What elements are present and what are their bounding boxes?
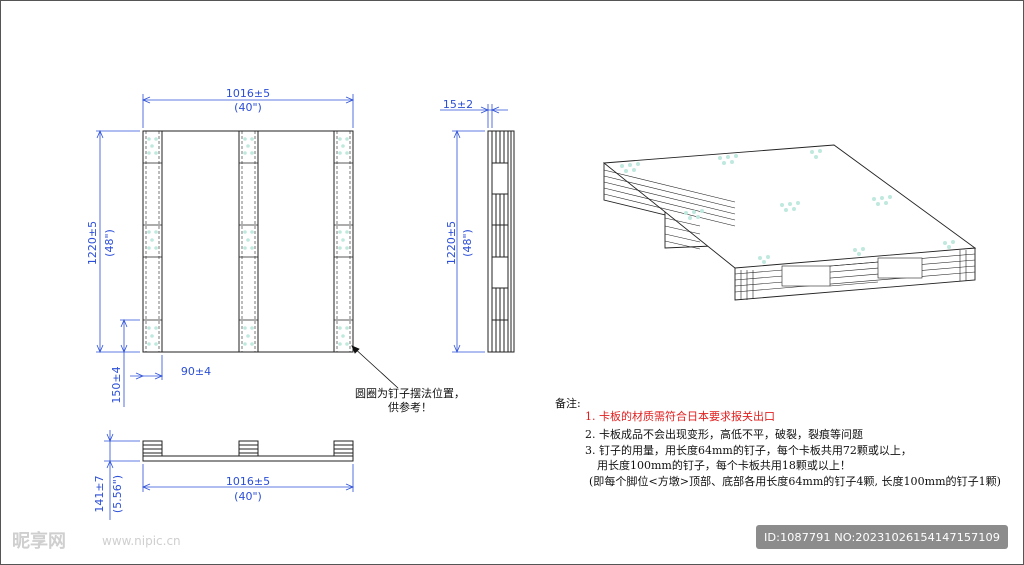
side-view — [487, 130, 515, 353]
note-item-4: (即每个脚位<方墩>顶部、底部各用长度64mm的钉子4颗, 长度100mm的钉子… — [589, 474, 1001, 488]
stringer-left — [142, 130, 163, 353]
nail-callout-leader — [351, 345, 399, 389]
block-lines — [143, 162, 353, 321]
callout-text-line1: 圆圈为钉子摆法位置， — [355, 386, 465, 400]
front-height-dim: 141±7 — [93, 475, 106, 512]
top-width-dim-in: (40") — [234, 101, 262, 114]
stringer-width-dim: 90±4 — [181, 365, 211, 378]
note-item-3: 3. 钉子的用量，用长度64mm的钉子，每个卡板共用72颗或以上， — [585, 443, 912, 457]
nail-positions — [147, 137, 349, 346]
side-thickness-dim: 15±2 — [443, 98, 473, 111]
isometric-nail-marks — [620, 149, 955, 264]
note-item-2: 2. 卡板成品不会出现变形，高低不平，破裂，裂痕等问题 — [585, 427, 863, 441]
top-height-dim: 1220±5 — [86, 221, 99, 265]
top-view — [142, 130, 354, 353]
front-view — [142, 440, 354, 462]
dimension-lines-front — [104, 430, 355, 520]
dimension-lines-top — [96, 94, 355, 407]
block-dim: 150±4 — [110, 366, 123, 403]
watermark-logo: 昵享网 — [12, 530, 66, 552]
side-height-dim: 1220±5 — [445, 221, 458, 265]
stringer-center — [238, 130, 259, 353]
watermark-url: www.nipic.cn — [102, 534, 181, 548]
id-badge-text: ID:1087791 NO:20231026154147157109 — [764, 531, 1000, 544]
stringer-hidden-lines — [145, 131, 351, 352]
callout-text-line2: 供参考！ — [388, 400, 432, 414]
dimension-lines-side — [440, 104, 508, 354]
front-height-dim-in: (5.56") — [111, 475, 124, 513]
isometric-plank-lines — [603, 169, 976, 300]
top-width-dim: 1016±5 — [226, 87, 270, 100]
notes-heading: 备注: — [555, 396, 581, 410]
note-item-3b: 用长度100mm的钉子，每个卡板共用18颗或以上！ — [597, 458, 851, 472]
note-item-1: 1. 卡板的材质需符合日本要求报关出口 — [585, 409, 775, 423]
side-height-dim-in: (48") — [461, 229, 474, 257]
id-badge — [756, 525, 1008, 549]
front-width-dim: 1016±5 — [226, 475, 270, 488]
top-height-dim-in: (48") — [103, 229, 116, 257]
front-width-dim-in: (40") — [234, 490, 262, 503]
stringer-right — [333, 130, 354, 353]
